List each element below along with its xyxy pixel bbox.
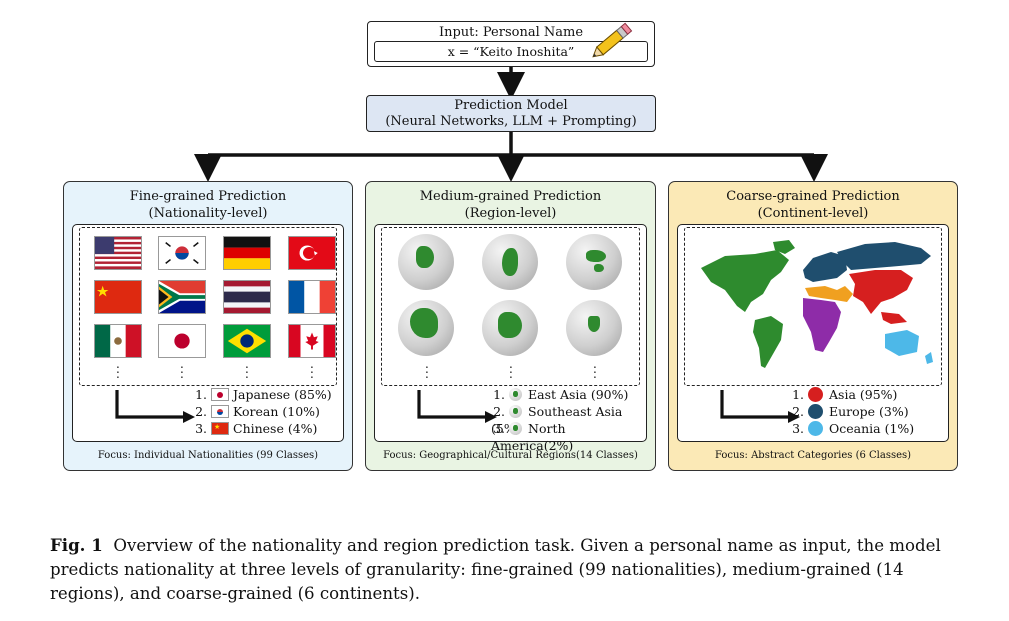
more-globes-ellipsis: ... [425,357,429,381]
model-title: Prediction Model [454,98,568,113]
input-title: Input: Personal Name [438,25,584,40]
continent-color-dot [808,387,823,402]
canada-flag-icon [288,324,336,358]
rank-number: 3. [792,421,804,436]
coarse-panel-subtitle: (Continent-level) [757,206,869,221]
japan-flag-icon [158,324,206,358]
fine-results-frame: ... ... ... ... 1. Japanese (85%) 2. Korea… [72,224,344,442]
fine-result-2: 2. Korean (10%) [193,403,320,420]
coarse-panel-title: Coarse-grained Prediction (Continent-lev… [669,188,957,222]
coarse-result-2: 2. Europe (3%) [790,403,909,420]
fine-panel-title-text: Fine-grained Prediction [129,189,287,204]
continent-color-dot [808,404,823,419]
rank-number: 1. [493,387,505,402]
world-map-icon [701,240,933,368]
china-flag-icon: ★ [211,422,229,435]
globe-icon [398,234,454,290]
result-label: Europe (3%) [829,404,909,419]
south-korea-flag-icon [211,405,229,418]
input-name-field: x = “Keito Inoshita” [374,41,648,62]
fine-focus-note: Focus: Individual Nationalities (99 Clas… [97,450,319,461]
more-globes-ellipsis: ... [593,357,597,381]
medium-panel-title-text: Medium-grained Prediction [419,189,602,204]
fine-panel-title: Fine-grained Prediction (Nationality-lev… [64,188,352,222]
continent-color-dot [808,421,823,436]
fine-grained-panel: Fine-grained Prediction (Nationality-lev… [63,181,353,471]
coarse-grained-panel: Coarse-grained Prediction (Continent-lev… [668,181,958,471]
france-flag-icon [288,280,336,314]
coarse-panel-title-text: Coarse-grained Prediction [726,189,900,204]
rank-number: 2. [493,404,505,419]
germany-flag-icon [223,236,271,270]
japan-flag-icon [211,388,229,401]
figure-caption: Fig. 1 Overview of the nationality and r… [50,533,980,606]
connector-arrows [194,67,828,182]
prediction-model-box: Prediction Model (Neural Networks, LLM +… [366,95,656,132]
rank-number: 3. [195,421,207,436]
fine-panel-subtitle: (Nationality-level) [148,206,268,221]
rank-number: 1. [195,387,207,402]
brazil-flag-icon [223,324,271,358]
globes-grid: ... ... ... [381,227,640,386]
flags-grid: ... ... ... ... [79,227,337,386]
fine-result-3: 3. ★ Chinese (4%) [193,420,317,437]
world-map-frame [684,227,942,386]
globe-icon [509,405,522,418]
globe-icon [509,422,522,435]
rank-number: 3. [493,421,505,436]
result-arrow [720,390,800,423]
rank-number: 1. [792,387,804,402]
coarse-result-3: 3. Oceania (1%) [790,420,914,437]
more-flags-ellipsis: ... [245,357,249,381]
more-flags-ellipsis: ... [180,357,184,381]
globe-icon [482,300,538,356]
medium-panel-title: Medium-grained Prediction (Region-level) [366,188,655,222]
medium-focus-note: Focus: Geographical/Cultural Regions(14 … [383,450,638,461]
caption-text: Overview of the nationality and region p… [50,536,941,603]
medium-result-3: 3.North America(2%) [491,420,646,454]
rank-number: 2. [792,404,804,419]
model-subtitle: (Neural Networks, LLM + Prompting) [385,114,637,129]
result-label: Chinese (4%) [233,421,318,436]
coarse-focus-note: Focus: Abstract Categories (6 Classes) [714,450,912,461]
south-korea-flag-icon [158,236,206,270]
usa-flag-icon [94,236,142,270]
medium-results-frame: ... ... ... 1.East Asia (90%) 2.Southeas… [374,224,647,453]
more-flags-ellipsis: ... [310,357,314,381]
figure-label: Fig. 1 [50,535,103,555]
result-arrow [417,390,497,423]
pencil-icon [592,22,633,58]
globe-icon [566,234,622,290]
result-label: Korean (10%) [233,404,320,419]
result-label: Asia (95%) [829,387,898,402]
globe-icon [509,388,522,401]
globe-icon [398,300,454,356]
globe-icon [482,234,538,290]
mexico-flag-icon [94,324,142,358]
more-flags-ellipsis: ... [116,357,120,381]
fine-result-1: 1. Japanese (85%) [193,386,332,403]
coarse-results-frame: 1. Asia (95%) 2. Europe (3%) 3. Oceania (1%… [677,224,949,442]
more-globes-ellipsis: ... [509,357,513,381]
south-africa-flag-icon [158,280,206,314]
result-arrow [115,390,195,423]
globe-icon [566,300,622,356]
coarse-result-1: 1. Asia (95%) [790,386,897,403]
result-label: East Asia (90%) [528,387,629,402]
thailand-flag-icon [223,280,271,314]
result-label: Japanese (85%) [233,387,332,402]
china-flag-icon [94,280,142,314]
turkey-flag-icon [288,236,336,270]
medium-grained-panel: Medium-grained Prediction (Region-level)… [365,181,656,471]
result-label: North America(2%) [491,421,574,453]
rank-number: 2. [195,404,207,419]
medium-panel-subtitle: (Region-level) [464,206,557,221]
medium-result-1: 1. East Asia (90%) [491,386,628,403]
input-box: Input: Personal Name x = “Keito Inoshita… [367,21,655,67]
result-label: Oceania (1%) [829,421,915,436]
